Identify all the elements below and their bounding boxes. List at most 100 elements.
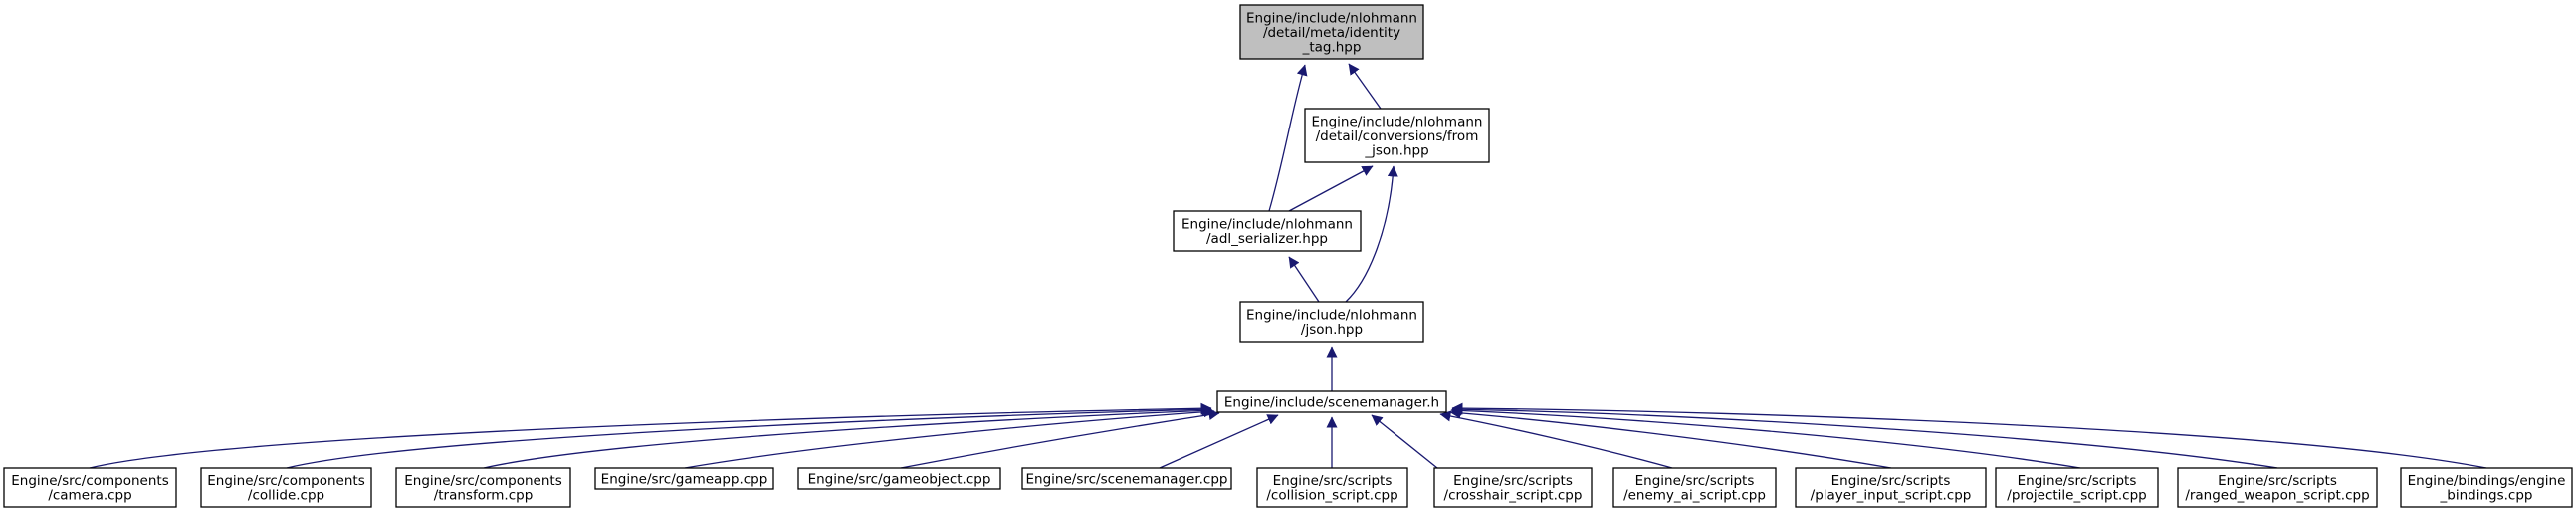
node-box xyxy=(1612,467,1777,508)
edge-line xyxy=(1451,403,2278,469)
edges xyxy=(89,63,2487,469)
edge-gameobject-to-scenemanager-h xyxy=(900,409,1220,469)
node-box xyxy=(594,467,774,490)
node-label-line: Engine/src/scripts xyxy=(2218,473,2337,489)
edge-line xyxy=(1288,165,1374,212)
node-box xyxy=(1304,108,1490,163)
node-label-line: /enemy_ai_script.cpp xyxy=(1623,488,1766,504)
node-label-line: /detail/meta/identity xyxy=(1263,25,1400,41)
edge-collide-to-scenemanager-h xyxy=(286,403,1212,469)
edge-line xyxy=(1345,165,1398,303)
edge-line xyxy=(1159,414,1279,469)
node-label-line: Engine/src/gameobject.cpp xyxy=(808,471,991,487)
node-label-line: Engine/src/scripts xyxy=(1831,473,1951,489)
node-enemy-ai-script[interactable]: Engine/src/scripts/enemy_ai_script.cpp xyxy=(1612,467,1777,508)
node-label-line: /ranged_weapon_script.cpp xyxy=(2185,488,2369,504)
edge-line xyxy=(1371,414,1438,469)
node-gameobject[interactable]: Engine/src/gameobject.cpp xyxy=(797,467,1001,490)
node-player-input-script[interactable]: Engine/src/scripts/player_input_script.c… xyxy=(1795,467,1987,508)
node-adl-serializer[interactable]: Engine/include/nlohmann/adl_serializer.h… xyxy=(1173,210,1362,252)
node-label-line: /projectile_script.cpp xyxy=(2007,488,2146,504)
node-json[interactable]: Engine/include/nlohmann/json.hpp xyxy=(1239,301,1424,343)
edge-ranged-weapon-script-to-scenemanager-h xyxy=(1451,403,2278,469)
node-label-line: Engine/include/nlohmann xyxy=(1181,217,1353,233)
node-label-line: Engine/src/scripts xyxy=(1273,473,1393,489)
node-label-line: _json.hpp xyxy=(1364,142,1428,158)
node-label-line: Engine/src/scripts xyxy=(2018,473,2137,489)
node-box xyxy=(2177,467,2378,508)
node-scenemanager-cpp[interactable]: Engine/src/scenemanager.cpp xyxy=(1021,467,1232,490)
node-label-line: Engine/src/components xyxy=(404,473,561,489)
node-camera[interactable]: Engine/src/components/camera.cpp xyxy=(3,467,177,508)
node-from-json[interactable]: Engine/include/nlohmann/detail/conversio… xyxy=(1304,108,1490,163)
node-label-line: _bindings.cpp xyxy=(2440,488,2533,504)
edge-line xyxy=(1451,402,2487,469)
edge-json-to-from-json xyxy=(1345,165,1398,303)
node-box xyxy=(200,467,372,508)
edge-line xyxy=(1348,63,1382,110)
node-label-line: Engine/src/scripts xyxy=(1453,473,1573,489)
node-label-line: Engine/src/scenemanager.cpp xyxy=(1026,471,1228,487)
node-label-line: Engine/src/components xyxy=(11,473,168,489)
edge-line xyxy=(483,404,1213,469)
node-box xyxy=(2400,467,2573,508)
edge-projectile-script-to-scenemanager-h xyxy=(1450,404,2081,469)
node-collide[interactable]: Engine/src/components/collide.cpp xyxy=(200,467,372,508)
node-label-line: /detail/conversions/from xyxy=(1316,128,1479,144)
edge-enemy-ai-script-to-scenemanager-h xyxy=(1439,410,1673,469)
node-label-line: _tag.hpp xyxy=(1302,39,1362,55)
edge-scenemanager-cpp-to-scenemanager-h xyxy=(1159,414,1279,469)
node-label-line: /player_input_script.cpp xyxy=(1811,488,1972,504)
node-box xyxy=(1239,301,1424,343)
node-gameapp[interactable]: Engine/src/gameapp.cpp xyxy=(594,467,774,490)
node-label-line: Engine/include/scenemanager.h xyxy=(1224,394,1439,410)
edge-line xyxy=(684,406,1215,469)
edge-engine-bindings-to-scenemanager-h xyxy=(1451,402,2487,469)
node-box xyxy=(1795,467,1987,508)
node-box xyxy=(1433,467,1593,508)
node-identity-tag[interactable]: Engine/include/nlohmann/detail/meta/iden… xyxy=(1239,4,1424,60)
edge-line xyxy=(286,403,1212,469)
node-label-line: Engine/include/nlohmann xyxy=(1246,10,1417,26)
edge-line xyxy=(1450,404,2081,469)
node-label-line: Engine/include/nlohmann xyxy=(1246,308,1417,324)
node-label-line: /collision_script.cpp xyxy=(1266,488,1397,504)
node-box xyxy=(3,467,177,508)
node-label-line: /json.hpp xyxy=(1301,322,1363,338)
node-projectile-script[interactable]: Engine/src/scripts/projectile_script.cpp xyxy=(1995,467,2159,508)
edge-line xyxy=(1268,64,1308,212)
node-box xyxy=(1216,390,1447,413)
node-label-line: Engine/src/gameapp.cpp xyxy=(601,471,768,487)
node-label-line: Engine/bindings/engine xyxy=(2408,473,2566,489)
node-engine-bindings[interactable]: Engine/bindings/engine_bindings.cpp xyxy=(2400,467,2573,508)
edge-adl-serializer-to-identity-tag xyxy=(1268,64,1308,212)
node-transform[interactable]: Engine/src/components/transform.cpp xyxy=(395,467,571,508)
node-box xyxy=(1995,467,2159,508)
edge-line xyxy=(1449,407,1892,469)
node-label-line: /crosshair_script.cpp xyxy=(1444,488,1583,504)
node-label-line: /adl_serializer.hpp xyxy=(1206,231,1328,247)
node-box xyxy=(797,467,1001,490)
node-label-line: Engine/src/scripts xyxy=(1635,473,1755,489)
edge-gameapp-to-scenemanager-h xyxy=(684,406,1215,469)
node-label-line: Engine/src/components xyxy=(207,473,364,489)
node-ranged-weapon-script[interactable]: Engine/src/scripts/ranged_weapon_script.… xyxy=(2177,467,2378,508)
edge-line xyxy=(1439,410,1673,469)
edge-camera-to-scenemanager-h xyxy=(89,402,1212,469)
node-label-line: Engine/include/nlohmann xyxy=(1312,114,1483,129)
node-box xyxy=(1256,467,1408,508)
node-crosshair-script[interactable]: Engine/src/scripts/crosshair_script.cpp xyxy=(1433,467,1593,508)
node-collision-script[interactable]: Engine/src/scripts/collision_script.cpp xyxy=(1256,467,1408,508)
edge-transform-to-scenemanager-h xyxy=(483,404,1213,469)
node-scenemanager-h[interactable]: Engine/include/scenemanager.h xyxy=(1216,390,1447,413)
node-box xyxy=(1173,210,1362,252)
edge-crosshair-script-to-scenemanager-h xyxy=(1371,414,1438,469)
node-label-line: /transform.cpp xyxy=(434,488,534,504)
nodes: Engine/include/nlohmann/detail/meta/iden… xyxy=(3,4,2573,508)
edge-adl-serializer-to-from-json xyxy=(1288,165,1374,212)
edge-line xyxy=(89,402,1212,469)
edge-line xyxy=(1288,256,1320,303)
node-box xyxy=(395,467,571,508)
node-label-line: /camera.cpp xyxy=(48,488,131,504)
